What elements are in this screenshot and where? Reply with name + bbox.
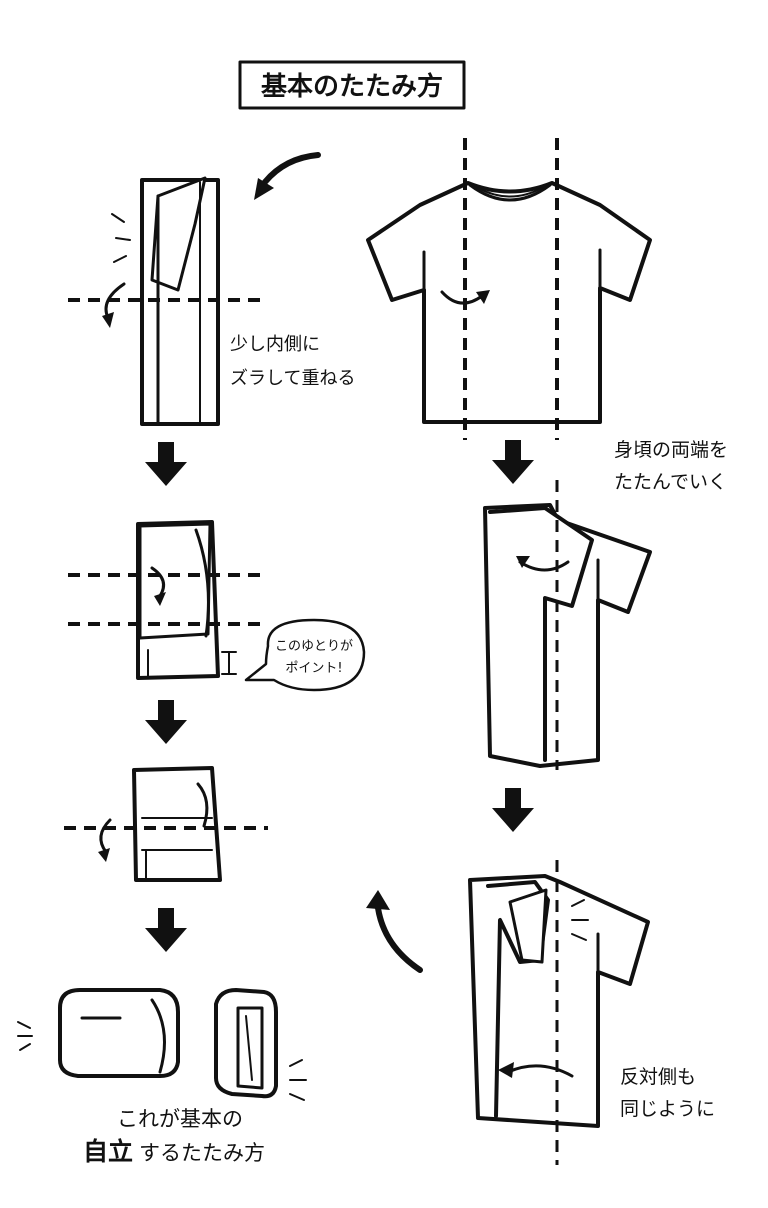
result-folded-shirt-side [214,988,307,1101]
fold-arrow-icon [516,556,570,572]
step-left-2-shirt [68,520,268,680]
curved-arrow-icon [254,152,321,200]
step-right-3-shirt [468,860,650,1165]
down-arrow-icon [145,442,187,486]
step-left-1-shirt [68,176,268,426]
step-right-3-note-line2: 同じように [620,1098,715,1120]
result-caption-line1: これが基本の [117,1107,243,1131]
curved-arrow-icon [366,890,423,973]
step-right-2-shirt [483,480,652,770]
down-arrow-icon [492,440,534,484]
title-box: 基本のたたみ方 [238,60,466,110]
down-arrow-icon [145,700,187,744]
step-right-1-shirt [366,138,652,440]
down-arrow-icon [492,788,534,832]
step-right-1-note-line2: たたんでいく [614,471,727,493]
result-caption-rest: するたたみ方 [139,1141,265,1165]
result-caption-bold: 自立 [83,1137,133,1166]
down-arrow-icon [145,908,187,952]
result-caption-line2: 自立するたたみ方 [83,1137,265,1166]
step-left-1-note-line2: ズラして重ねる [230,368,355,389]
fold-arrow-icon [440,290,490,305]
fold-arrow-icon [98,818,112,862]
fold-arrow-icon [498,1062,574,1078]
fold-arrow-icon [102,282,126,328]
step-right-3-note-line1: 反対側も [620,1066,696,1088]
fold-arrow-icon [150,566,166,606]
page-title: 基本のたたみ方 [261,71,443,102]
callout-text-line1: このゆとりが [275,639,353,654]
callout-text-line2: ポイント! [285,661,342,676]
result-folded-shirt-front [17,988,180,1078]
step-left-1-note-line1: 少し内側に [230,334,320,355]
step-left-3-shirt [64,766,268,882]
callout-bubble: このゆとりが ポイント! [244,618,366,692]
step-right-1-note-line1: 身頃の両端を [614,439,728,461]
